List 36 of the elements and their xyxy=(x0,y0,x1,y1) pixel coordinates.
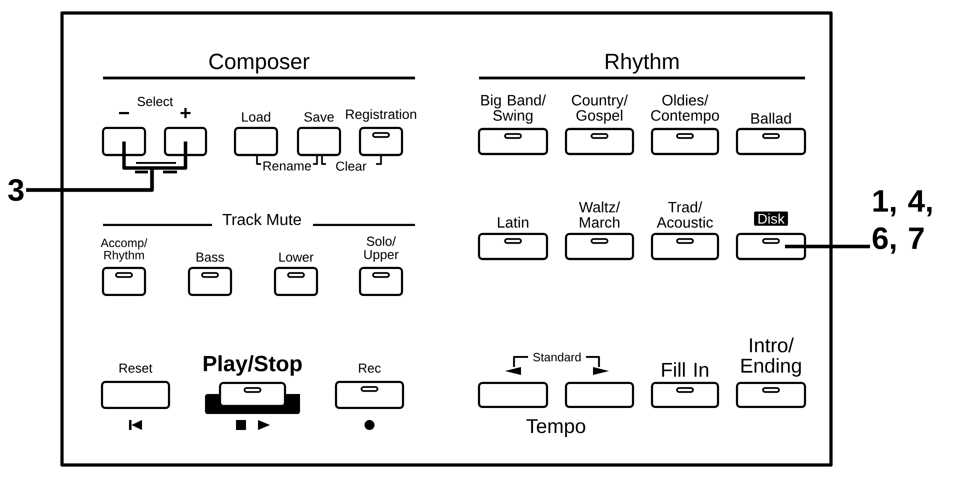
button-label: Trad/ Acoustic xyxy=(656,201,713,228)
callout-number: 3 xyxy=(8,179,24,201)
section-heading: Composer xyxy=(209,54,310,74)
button-label: Bass xyxy=(196,252,224,262)
group-label: Clear xyxy=(336,161,366,171)
group-label: Standard xyxy=(533,352,581,362)
button-label: Lower xyxy=(279,252,314,262)
button-label: Waltz/ March xyxy=(579,201,620,228)
button-label: Play/Stop xyxy=(204,355,302,376)
group-label: Track Mute xyxy=(222,213,301,226)
button-label: Latin xyxy=(498,216,528,228)
group-label: Rename xyxy=(264,161,311,171)
section-heading: Rhythm xyxy=(606,53,678,74)
button-label: Save xyxy=(304,112,334,122)
button-label: Intro/ Ending xyxy=(742,338,801,377)
leader-line xyxy=(785,244,870,248)
button-label: + xyxy=(180,108,191,118)
button-label: Load xyxy=(242,112,270,122)
button-label: Registration xyxy=(346,109,416,122)
button-label: Disk xyxy=(754,211,788,226)
button-label: Rec xyxy=(359,364,381,373)
callout-number: 1, 4, 6, 7 xyxy=(872,190,932,254)
group-label: Tempo xyxy=(526,419,586,438)
button-label: − xyxy=(119,112,130,114)
panel-button xyxy=(564,382,634,408)
leader-line xyxy=(26,142,188,192)
button-label: Accomp/ Rhythm xyxy=(100,238,148,262)
button-label: Ballad xyxy=(751,112,791,124)
button-label: Fill In xyxy=(662,362,708,377)
button-label: Reset xyxy=(120,364,152,373)
panel-button xyxy=(478,382,548,408)
button-label: Oldies/ Contempo xyxy=(651,94,719,124)
button-label: Big Band/ Swing xyxy=(481,94,546,124)
button-label: Country/ Gospel xyxy=(572,94,628,124)
group-label: Select xyxy=(138,96,173,106)
button-label: Solo/ Upper xyxy=(364,236,398,262)
